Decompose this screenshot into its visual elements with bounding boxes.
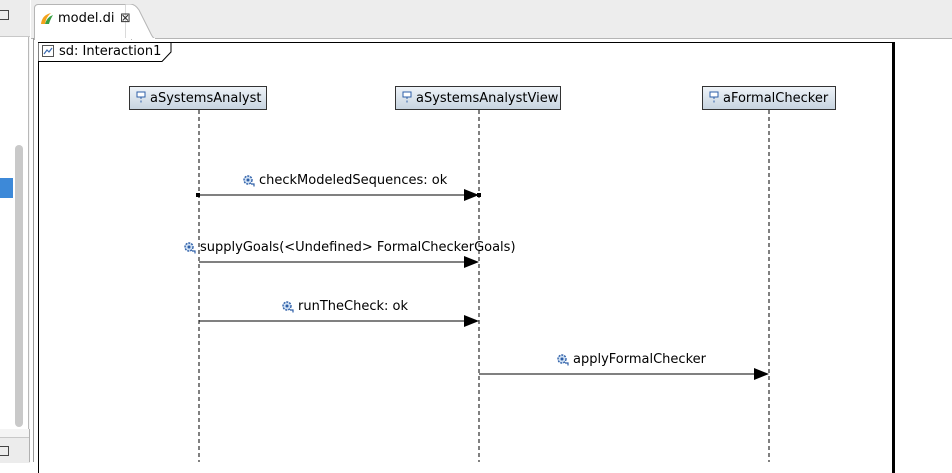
left-bottom-panel-toolbar <box>0 437 30 463</box>
editor-tab-strip <box>31 0 952 39</box>
left-panel-toolbar <box>0 0 30 37</box>
frame-label: sd: Interaction1 <box>59 44 162 59</box>
message-label-run-the-check[interactable]: runTheCheck: ok <box>281 299 408 314</box>
message-arrow[interactable] <box>199 315 479 327</box>
message-label-apply-formal-checker[interactable]: applyFormalChecker <box>556 352 706 367</box>
tab-label: model.di <box>58 11 115 26</box>
lifeline-a-systems-analyst[interactable]: aSystemsAnalyst <box>129 86 267 110</box>
restore-view-icon[interactable] <box>0 446 9 456</box>
lifeline-name: aFormalChecker <box>723 90 829 106</box>
message-gear-icon <box>243 175 255 187</box>
left-panel-scrollbar[interactable] <box>15 145 23 427</box>
lifeline-pin-icon <box>709 91 719 104</box>
message-gear-icon <box>282 301 294 313</box>
lifeline-a-formal-checker[interactable]: aFormalChecker <box>702 86 836 110</box>
message-gear-icon <box>184 242 196 254</box>
interaction-icon <box>42 45 54 57</box>
message-arrow[interactable] <box>479 368 769 380</box>
message-arrow[interactable] <box>199 256 479 268</box>
selection-handle[interactable] <box>196 193 200 197</box>
diagram-connections <box>196 110 770 462</box>
interaction-frame[interactable] <box>38 42 895 473</box>
lifeline-name: aSystemsAnalyst <box>150 90 262 106</box>
lifeline-pin-icon <box>402 91 412 104</box>
lifeline-pin-icon <box>136 91 146 104</box>
papyrus-icon <box>39 12 55 26</box>
message-label-check-modeled-sequences[interactable]: checkModeledSequences: ok <box>242 173 447 188</box>
canvas-border <box>33 38 34 462</box>
selected-tree-item[interactable] <box>0 178 13 198</box>
panel-divider <box>29 429 30 462</box>
message-label-supply-goals[interactable]: supplyGoals(<Undefined> FormalCheckerGoa… <box>183 240 516 255</box>
lifeline-name: aSystemsAnalystView <box>416 90 559 106</box>
left-panel-content <box>0 37 29 429</box>
selection-handle[interactable] <box>477 193 481 197</box>
message-gear-icon <box>557 354 569 366</box>
frame-label-box <box>38 42 172 62</box>
restore-view-icon[interactable] <box>0 10 9 20</box>
tab-model-di[interactable] <box>34 4 132 40</box>
close-icon[interactable]: ⊠ <box>120 11 131 26</box>
message-arrow[interactable] <box>199 189 479 201</box>
tab-edge <box>125 4 155 39</box>
lifeline-a-systems-analyst-view[interactable]: aSystemsAnalystView <box>395 86 561 110</box>
